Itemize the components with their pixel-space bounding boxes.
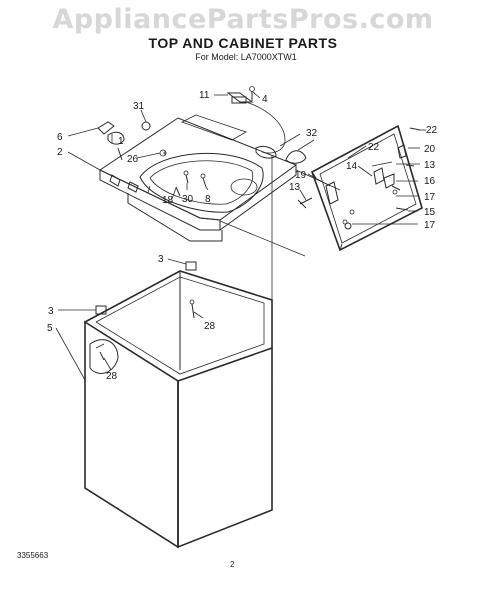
cabinet-top <box>98 114 341 257</box>
callout-31: 31 <box>133 101 145 112</box>
page-title: TOP AND CABINET PARTS <box>148 35 338 51</box>
leader-lines <box>55 91 426 381</box>
callout-3b: 3 <box>48 306 54 317</box>
callout-15: 15 <box>424 207 436 218</box>
callout-18: 18 <box>162 195 174 206</box>
callout-1: 1 <box>118 136 124 147</box>
callout-16: 16 <box>424 176 436 187</box>
callout-labels: 11 4 31 6 1 2 26 18 30 8 32 22 22 20 14 … <box>47 90 438 382</box>
callout-6: 6 <box>57 132 63 143</box>
cabinet-body <box>84 155 273 549</box>
callout-22b: 22 <box>426 125 438 136</box>
callout-22a: 22 <box>368 142 380 153</box>
callout-20: 20 <box>424 144 436 155</box>
lid-assembly <box>297 124 423 252</box>
model-subtitle: For Model: LA7000XTW1 <box>195 52 297 62</box>
callout-14: 14 <box>346 161 358 172</box>
watermark: AppliancePartsPros.com <box>52 4 434 35</box>
callout-4: 4 <box>262 94 268 105</box>
lid-switch-harness <box>226 86 307 164</box>
callout-11: 11 <box>199 90 210 101</box>
callout-28a: 28 <box>204 321 216 332</box>
document-number: 3355663 <box>17 551 49 560</box>
page-number: 2 <box>230 560 235 569</box>
callout-13a: 13 <box>424 160 436 171</box>
callout-32: 32 <box>306 128 318 139</box>
callout-28b: 28 <box>106 371 118 382</box>
callout-5: 5 <box>47 323 53 334</box>
top-screws <box>175 170 207 197</box>
callout-30: 30 <box>182 194 194 205</box>
callout-2: 2 <box>57 147 63 158</box>
callout-17b: 17 <box>424 220 436 231</box>
callout-19: 19 <box>295 170 307 181</box>
callout-8: 8 <box>205 194 211 205</box>
callout-26: 26 <box>127 154 139 165</box>
callout-3a: 3 <box>158 254 164 265</box>
callout-13b: 13 <box>289 182 301 193</box>
callout-17a: 17 <box>424 192 436 203</box>
